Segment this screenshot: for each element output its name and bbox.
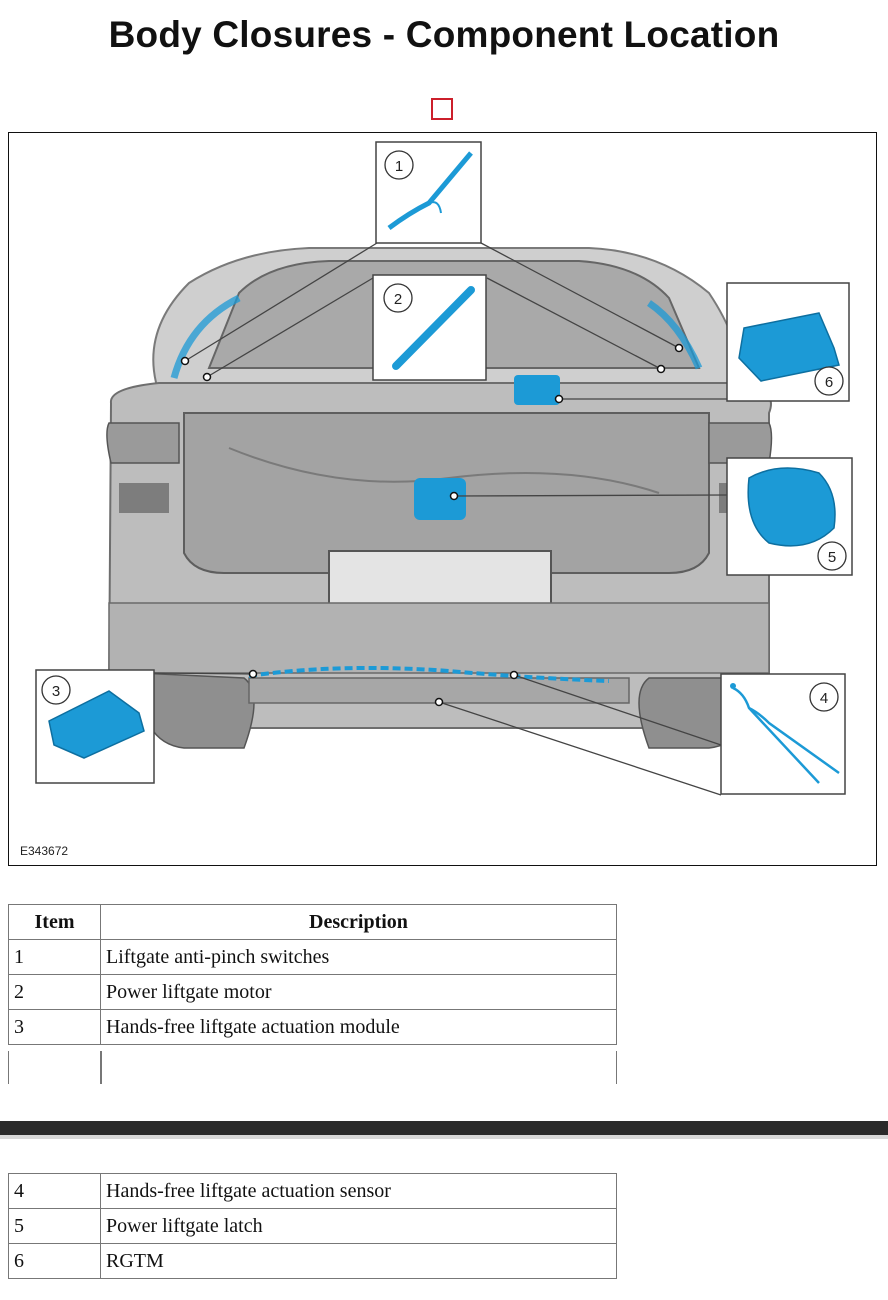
callout-box-3: 3 — [35, 669, 155, 784]
table-row: 6 RGTM — [8, 1243, 617, 1279]
column-divider — [100, 1051, 102, 1084]
row-description: Liftgate anti-pinch switches — [100, 939, 617, 975]
callout-label-4: 4 — [820, 690, 828, 707]
header-item: Item — [8, 904, 101, 940]
callout-label-2: 2 — [394, 291, 402, 308]
row-description: Power liftgate latch — [100, 1208, 617, 1244]
row-description: Hands-free liftgate actuation module — [100, 1009, 617, 1045]
image-placeholder-icon[interactable] — [431, 98, 453, 120]
row-description: Power liftgate motor — [100, 974, 617, 1010]
callout-leader-lines — [153, 242, 728, 796]
component-table-continued: 4 Hands-free liftgate actuation sensor 5… — [8, 1173, 617, 1279]
table-row: 5 Power liftgate latch — [8, 1208, 617, 1244]
table-row: 3 Hands-free liftgate actuation module — [8, 1009, 617, 1045]
row-item: 2 — [8, 974, 101, 1010]
callout-label-3: 3 — [52, 683, 60, 700]
vehicle-body — [106, 247, 773, 749]
page-break-shadow — [0, 1135, 888, 1139]
row-item: 1 — [8, 939, 101, 975]
row-description: Hands-free liftgate actuation sensor — [100, 1173, 617, 1209]
row-item: 5 — [8, 1208, 101, 1244]
page-title: Body Closures - Component Location — [108, 14, 780, 55]
row-item: 4 — [8, 1173, 101, 1209]
table-row: 1 Liftgate anti-pinch switches — [8, 939, 617, 975]
callout-leader-dots — [180, 343, 684, 707]
row-description: RGTM — [100, 1243, 617, 1279]
table-row: 4 Hands-free liftgate actuation sensor — [8, 1173, 617, 1209]
figure-code: E343672 — [20, 844, 69, 858]
header-description: Description — [100, 904, 617, 940]
component-location-figure: 1 2 6 5 3 — [8, 132, 877, 866]
component-table: Item Description 1 Liftgate anti-pinch s… — [8, 904, 617, 1045]
callout-box-4: 4 — [720, 673, 846, 795]
table-header-row: Item Description — [8, 904, 617, 940]
callout-box-2: 2 — [372, 274, 487, 381]
page-break-bar — [0, 1121, 888, 1135]
vehicle-rear-illustration: 1 2 6 5 3 — [35, 141, 853, 796]
callout-label-5: 5 — [828, 549, 836, 566]
row-item: 6 — [8, 1243, 101, 1279]
callout-box-1: 1 — [375, 141, 482, 244]
callout-label-6: 6 — [825, 374, 833, 391]
vehicle-components-highlight — [170, 294, 703, 683]
callout-box-5: 5 — [726, 457, 853, 576]
table-continuation — [8, 1051, 617, 1084]
row-item: 3 — [8, 1009, 101, 1045]
callout-box-6: 6 — [726, 282, 850, 402]
table-row: 2 Power liftgate motor — [8, 974, 617, 1010]
callout-label-1: 1 — [395, 158, 403, 175]
